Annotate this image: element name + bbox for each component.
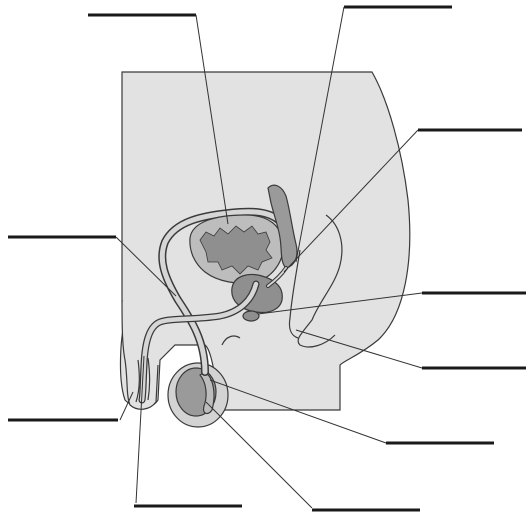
bulbourethral-gland	[243, 311, 259, 321]
leader-testis	[206, 402, 312, 508]
